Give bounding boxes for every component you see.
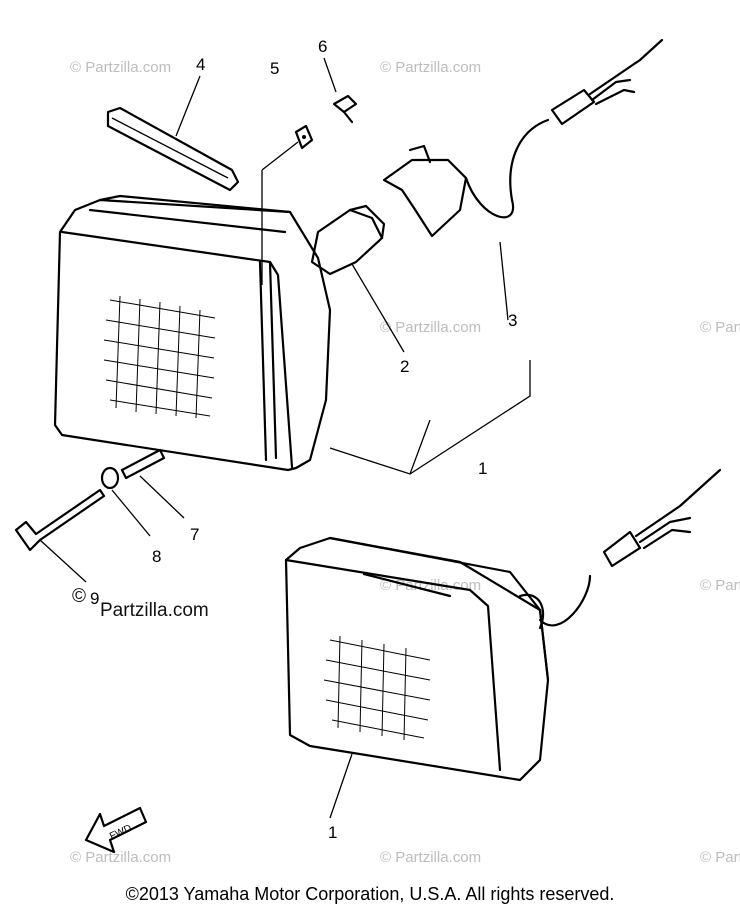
lens-grid xyxy=(323,635,431,741)
callout-1-lower: 1 xyxy=(328,823,337,842)
part-screw xyxy=(332,94,358,124)
callout-5: 5 xyxy=(270,59,279,78)
bolt-7 xyxy=(120,448,166,480)
part-numbers: 4 5 6 2 3 1 7 8 9 1 xyxy=(90,37,517,842)
watermark: © Partzilla.com xyxy=(380,59,481,76)
leader-lines-upper xyxy=(175,57,531,475)
brand-watermark: © xyxy=(72,586,86,607)
callout-3: 3 xyxy=(508,311,517,330)
part-bulb xyxy=(310,204,386,276)
callout-9: 9 xyxy=(90,589,99,608)
watermark: © Partzilla.com xyxy=(380,577,481,594)
fwd-arrow: FWD xyxy=(84,806,148,854)
watermark: © Partzilla.com xyxy=(700,849,740,866)
callout-2: 2 xyxy=(400,357,409,376)
headlight-lower xyxy=(284,468,722,819)
part-plate xyxy=(294,124,314,150)
watermark: © Partzilla.com xyxy=(70,59,171,76)
callout-7: 7 xyxy=(190,525,199,544)
callout-6: 6 xyxy=(318,37,327,56)
callout-8: 8 xyxy=(152,547,161,566)
part-fasteners xyxy=(14,448,185,583)
callout-1-upper: 1 xyxy=(478,459,487,478)
part-visor xyxy=(106,106,240,192)
watermark: © Partzilla.com xyxy=(700,319,740,336)
copyright-notice: ©2013 Yamaha Motor Corporation, U.S.A. A… xyxy=(125,884,615,904)
watermark: © Partzilla.com xyxy=(700,577,740,594)
headlight-upper xyxy=(53,194,332,472)
watermarks: © Partzilla.com © Partzilla.com © Partzi… xyxy=(70,59,740,866)
watermark: © Partzilla.com xyxy=(380,849,481,866)
callout-4: 4 xyxy=(196,55,205,74)
lens-grid xyxy=(103,295,216,419)
brand-watermark-text: Partzilla.com xyxy=(100,600,209,621)
fwd-label: FWD xyxy=(108,823,133,843)
part-socket xyxy=(382,38,664,238)
watermark: © Partzilla.com xyxy=(380,319,481,336)
bolt-9 xyxy=(14,488,106,552)
washer-8 xyxy=(100,466,120,490)
watermark: © Partzilla.com xyxy=(70,849,171,866)
